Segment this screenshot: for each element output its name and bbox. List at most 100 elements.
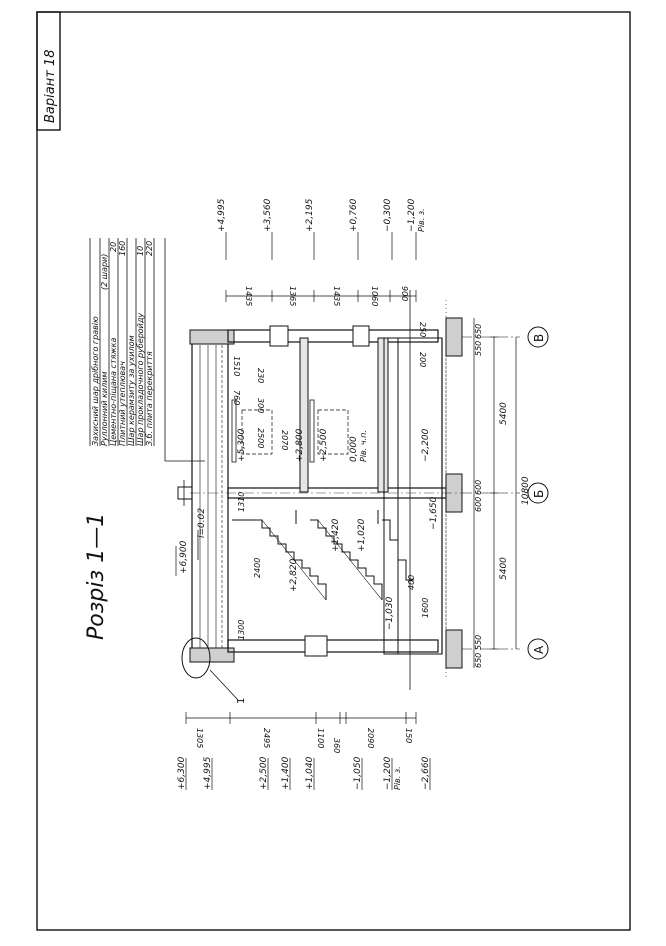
title-block-frame bbox=[36, 11, 61, 131]
interior-dim: 2500 bbox=[256, 428, 265, 448]
interior-dim: 230 bbox=[256, 368, 265, 383]
axis-label-b: Б bbox=[532, 490, 546, 498]
stair-mark: −1,030 bbox=[385, 596, 395, 630]
roof-layer-text: З.б. плита перекриття bbox=[145, 351, 154, 446]
level-mark: −1,200 bbox=[383, 756, 393, 790]
level-mark: +2,500 bbox=[259, 756, 269, 790]
axis-dimensions bbox=[473, 318, 517, 668]
dim-left-span: 5400 bbox=[499, 557, 509, 580]
floor-mark: +2,500 bbox=[319, 428, 329, 462]
level-mark: +2,195 bbox=[305, 198, 315, 232]
level-mark: −2,660 bbox=[421, 756, 431, 790]
dim-left-chain: 150 bbox=[404, 728, 413, 743]
interior-dim: 760 bbox=[232, 390, 241, 405]
roof-layer-value: 20 bbox=[109, 242, 118, 252]
level-mark: +6,300 bbox=[177, 756, 187, 790]
variant-label: Варіант 18 bbox=[43, 50, 58, 123]
dim-right-chain: 1365 bbox=[288, 286, 297, 306]
dim-right-chain: 250 bbox=[418, 322, 427, 337]
roof-layer-value: 160 bbox=[118, 241, 127, 256]
level-mark: Рів. з. bbox=[393, 766, 402, 790]
left-levels bbox=[185, 758, 431, 790]
dim-total: 10800 bbox=[521, 476, 531, 505]
level-mark: −1,050 bbox=[353, 756, 363, 790]
stair-mark: +6,900 bbox=[179, 540, 189, 574]
dim-right-chain: 1435 bbox=[244, 286, 253, 306]
interior-dim: 1510 bbox=[232, 356, 241, 376]
dim-foundation: 550 bbox=[474, 341, 483, 356]
dim-right-span: 5400 bbox=[499, 402, 509, 425]
sheet-frame bbox=[36, 11, 631, 931]
floor-mark: +2,800 bbox=[295, 428, 305, 462]
roof-slope-label: i=0.02 bbox=[197, 508, 207, 538]
stair-flight bbox=[310, 519, 383, 600]
dim-foundation: 600 bbox=[474, 497, 483, 512]
stair-mark: +1,020 bbox=[357, 518, 367, 552]
level-mark: +1,400 bbox=[281, 756, 291, 790]
dim-left-chain: 1100 bbox=[316, 728, 325, 748]
roof-layer-value: 10 bbox=[136, 246, 145, 256]
interior-dim: 400 bbox=[407, 575, 416, 590]
dim-foundation: 650 bbox=[474, 653, 483, 668]
building-section bbox=[177, 290, 520, 701]
roof-layer-text: Цементно-піщана стяжка bbox=[109, 338, 118, 446]
interior-dim: 300 bbox=[256, 398, 265, 413]
stair-mark: +1,420 bbox=[331, 518, 341, 552]
foundation-axis-a bbox=[445, 629, 463, 669]
dim-left-chain: 2090 bbox=[366, 728, 375, 748]
dim-right-chain: 900 bbox=[400, 286, 409, 301]
wall-axis-v bbox=[227, 329, 439, 343]
floor-mark: Рів. ч.п. bbox=[359, 430, 368, 462]
dim-foundation: 550 bbox=[474, 635, 483, 650]
roof-layers-table: Захисний шар дрібного гравію Руллонний к… bbox=[89, 238, 205, 462]
roof-layer-text: Руллонний килим bbox=[100, 372, 109, 446]
dim-foundation: 600 bbox=[474, 480, 483, 495]
roof-layer-value: 220 bbox=[145, 241, 154, 256]
level-mark: +4,995 bbox=[217, 198, 227, 232]
level-mark: +4,995 bbox=[203, 756, 213, 790]
axis-label-a: А bbox=[532, 645, 546, 654]
roof-slab bbox=[191, 337, 229, 657]
axis-label-v: В bbox=[532, 334, 546, 342]
level-mark: −0,300 bbox=[383, 198, 393, 232]
interior-dim: 1300 bbox=[237, 620, 246, 640]
dim-left-chain: 1305 bbox=[195, 728, 204, 748]
foundation-axis-v bbox=[445, 317, 463, 357]
dim-left-chain: 2495 bbox=[262, 728, 271, 748]
stair-mark: +2,820 bbox=[289, 558, 299, 592]
floor-mark: 0,000 bbox=[349, 436, 359, 462]
roof-layer-text: Шар прокладочного руберойду bbox=[136, 313, 145, 446]
axis-markers: В Б А bbox=[527, 326, 549, 660]
level-mark: +3,560 bbox=[263, 198, 273, 232]
dim-left-chain: 360 bbox=[332, 738, 341, 753]
level-mark: −1,200 bbox=[407, 198, 417, 232]
wall-axis-a bbox=[227, 639, 439, 653]
interior-dim: 2070 bbox=[280, 430, 289, 450]
interior-dim: 1600 bbox=[421, 598, 430, 618]
stair-flight bbox=[232, 519, 327, 600]
level-mark: +1,040 bbox=[305, 756, 315, 790]
dim-right-chain: 1435 bbox=[332, 286, 341, 306]
right-dim-chain bbox=[225, 290, 417, 302]
dim-foundation: 650 bbox=[474, 324, 483, 339]
left-dim-chain bbox=[185, 712, 417, 724]
stair-flight bbox=[382, 519, 414, 581]
dim-right-chain: 1060 bbox=[370, 286, 379, 306]
floor-mark: −2,200 bbox=[421, 428, 431, 462]
stair-mark: −1,650 bbox=[429, 496, 439, 530]
roof-layer-text: Плитний утеплювач bbox=[118, 361, 127, 446]
interior-dim: 1310 bbox=[237, 492, 246, 512]
dim-right-chain: 200 bbox=[418, 352, 427, 367]
right-levels bbox=[225, 232, 417, 260]
level-mark: +0,760 bbox=[349, 198, 359, 232]
roof-layer-text: Шар керамзиту за ухилом bbox=[127, 335, 136, 446]
section-title: Розріз 1—1 bbox=[84, 513, 109, 640]
callout-circle bbox=[181, 637, 211, 679]
callout-number: 1 bbox=[236, 698, 247, 704]
level-mark: Рів. з. bbox=[417, 208, 426, 232]
interior-dim: 2400 bbox=[253, 558, 262, 578]
floor-mark: +5,300 bbox=[237, 428, 247, 462]
roof-layer-text: Захисний шар дрібного гравію bbox=[91, 316, 100, 446]
